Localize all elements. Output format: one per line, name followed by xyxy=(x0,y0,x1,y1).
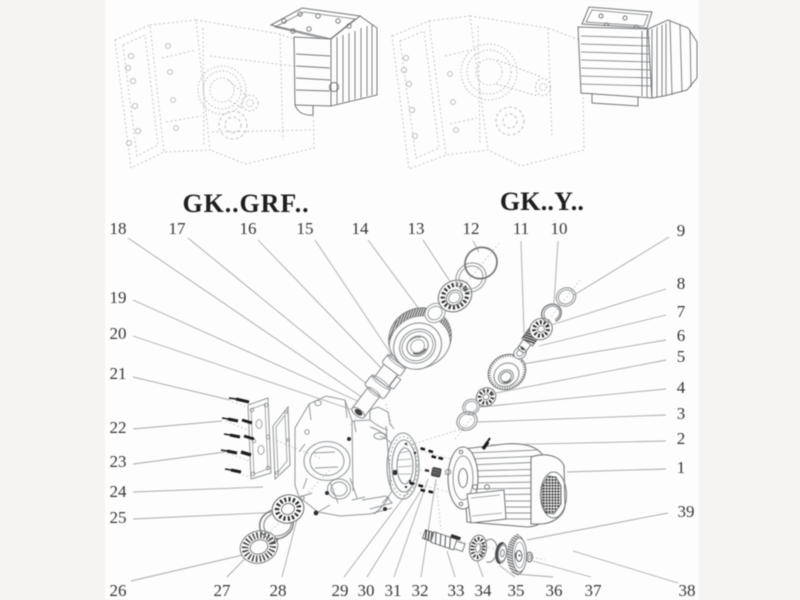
svg-text:18: 18 xyxy=(110,219,127,238)
svg-text:14: 14 xyxy=(352,219,370,238)
svg-text:29: 29 xyxy=(332,581,349,600)
svg-text:23: 23 xyxy=(110,452,127,471)
svg-text:37: 37 xyxy=(585,581,603,600)
svg-text:24: 24 xyxy=(110,482,128,501)
svg-text:21: 21 xyxy=(110,364,127,383)
svg-text:28: 28 xyxy=(270,581,287,600)
svg-text:2: 2 xyxy=(677,429,686,448)
svg-text:38: 38 xyxy=(679,581,696,600)
svg-text:35: 35 xyxy=(508,581,525,600)
svg-text:30: 30 xyxy=(358,581,375,600)
svg-text:32: 32 xyxy=(412,581,429,600)
svg-text:16: 16 xyxy=(240,219,257,238)
svg-text:4: 4 xyxy=(677,378,686,397)
svg-text:34: 34 xyxy=(475,581,493,600)
svg-text:GK..GRF..: GK..GRF.. xyxy=(182,189,309,218)
svg-text:36: 36 xyxy=(546,581,563,600)
svg-text:5: 5 xyxy=(677,347,686,366)
svg-text:39: 39 xyxy=(678,502,695,521)
svg-text:22: 22 xyxy=(110,418,127,437)
svg-text:7: 7 xyxy=(677,302,686,321)
svg-text:1: 1 xyxy=(677,458,686,477)
svg-text:12: 12 xyxy=(463,219,480,238)
svg-text:6: 6 xyxy=(677,326,686,345)
svg-text:26: 26 xyxy=(110,581,127,600)
svg-text:15: 15 xyxy=(297,219,314,238)
svg-text:27: 27 xyxy=(214,581,232,600)
svg-text:25: 25 xyxy=(110,508,127,527)
svg-text:33: 33 xyxy=(448,581,465,600)
svg-text:20: 20 xyxy=(110,324,127,343)
svg-text:8: 8 xyxy=(677,274,686,293)
svg-text:3: 3 xyxy=(677,404,686,423)
svg-text:11: 11 xyxy=(513,219,529,238)
svg-text:10: 10 xyxy=(551,219,568,238)
svg-text:9: 9 xyxy=(677,221,686,240)
svg-text:17: 17 xyxy=(169,219,187,238)
svg-text:GK..Y..: GK..Y.. xyxy=(500,187,584,216)
svg-text:19: 19 xyxy=(110,288,127,307)
svg-text:13: 13 xyxy=(408,219,425,238)
svg-text:31: 31 xyxy=(385,581,402,600)
